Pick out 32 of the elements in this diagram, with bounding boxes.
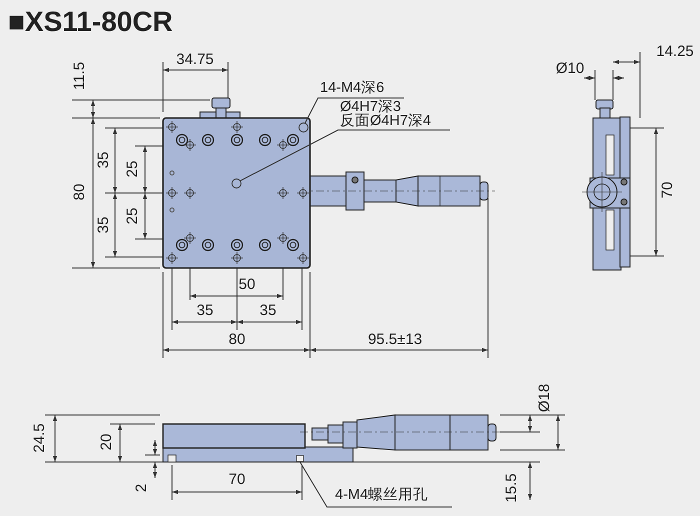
- dimension-text: 70: [660, 182, 676, 198]
- dimension-text: 34.75: [176, 52, 214, 68]
- dimension-text: 15.5: [504, 473, 520, 503]
- dimension-text: 80: [72, 184, 88, 200]
- dimension-text: 2: [134, 484, 150, 492]
- dimension-text: 70: [228, 472, 246, 488]
- dimension-text: 20: [99, 434, 115, 450]
- dimension-text: 35: [260, 303, 276, 319]
- callout-text: Ø4H7深3: [340, 100, 401, 114]
- dimension-text: 14.25: [656, 44, 694, 60]
- dimension-text: 80: [228, 332, 246, 348]
- dimension-text: 11.5: [72, 62, 88, 90]
- callout-text: 反面Ø4H7深4: [340, 114, 431, 128]
- dimension-text: 50: [238, 277, 256, 293]
- leader-line: [300, 462, 452, 508]
- dimension-text: Ø18: [537, 384, 553, 412]
- leader-line: [240, 130, 450, 182]
- mounting-hole: [296, 455, 304, 462]
- hole-mark: [298, 122, 308, 132]
- hole-mark: [230, 178, 242, 188]
- dimension-text: 35: [96, 152, 112, 168]
- dimension-text: 25: [125, 160, 141, 178]
- callout-text: 14-M4深6: [320, 80, 384, 96]
- dimension-text: 25: [125, 208, 141, 224]
- dimension-text: 35: [196, 303, 214, 319]
- leader-line: [304, 98, 404, 124]
- dimension-text: Ø10: [556, 61, 584, 77]
- callout-text: 4-M4螺丝用孔: [335, 487, 428, 503]
- title: ■XS11-80CR: [8, 6, 173, 38]
- dimension-text: 95.5±13: [368, 332, 422, 348]
- dimension-text: 35: [96, 216, 112, 234]
- dimension-text: 24.5: [32, 423, 48, 453]
